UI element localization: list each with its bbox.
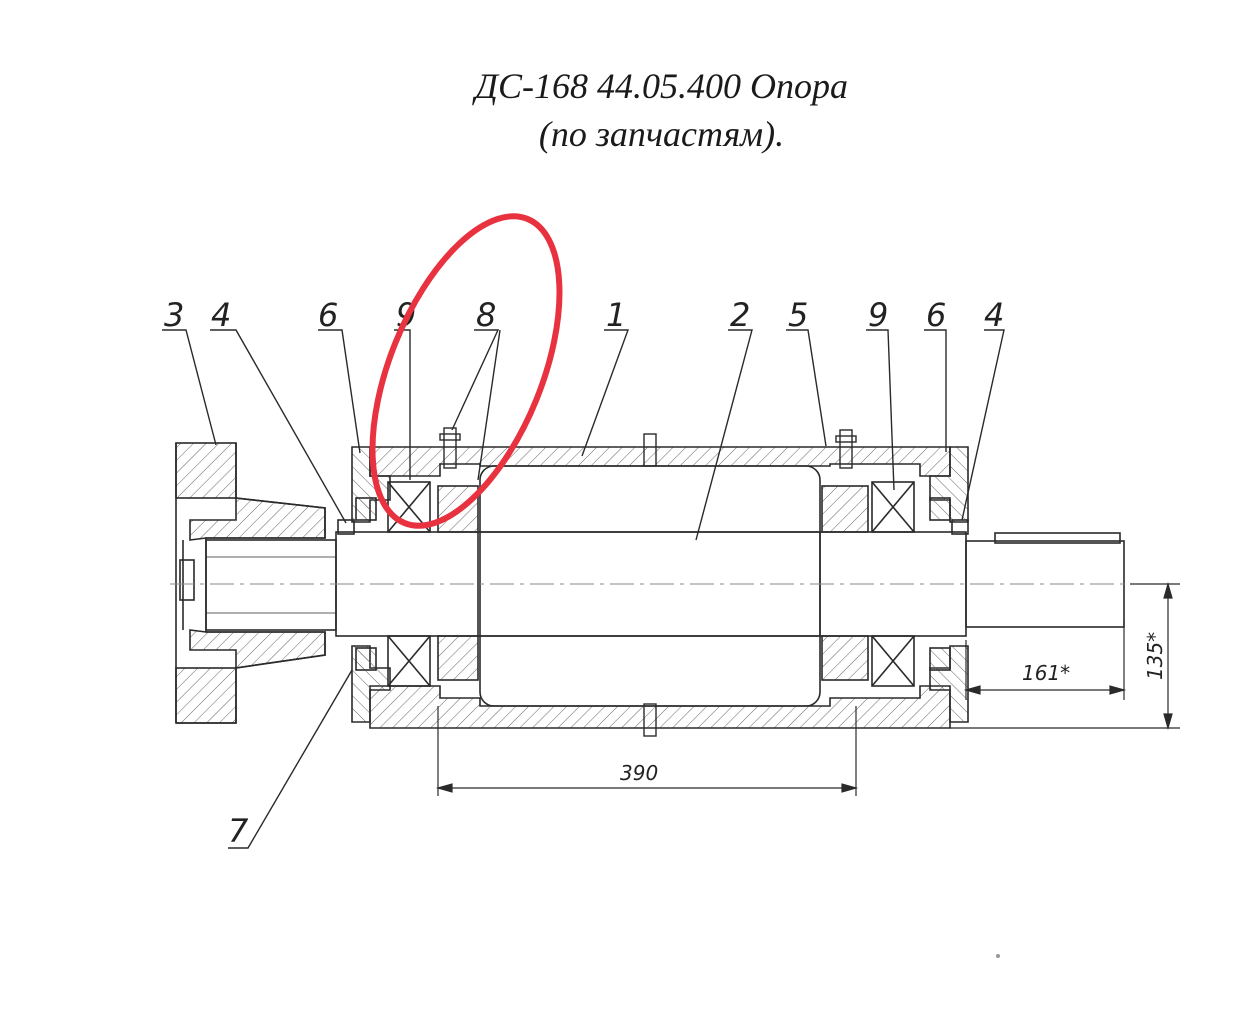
housing-part-1-top (369, 446, 951, 477)
dimension-390-label: 390 (620, 761, 658, 785)
roller-drum (479, 465, 821, 707)
spacer-ring-part-5 (821, 485, 869, 533)
nut-part-4-right (951, 519, 969, 535)
callout-4-right: 4 (984, 296, 1004, 334)
callout-4-left: 4 (211, 296, 231, 334)
dimension-135 (950, 581, 1180, 731)
coupling-flange-part-3 (175, 442, 326, 724)
bearing-part-9-right (871, 481, 915, 687)
dimension-390 (435, 706, 859, 796)
callout-9-right: 9 (868, 296, 888, 334)
nut-part-4-left (337, 519, 355, 535)
callout-2: 2 (730, 296, 750, 334)
dimension-161-label: 161* (1022, 661, 1070, 685)
shaft-left-end (205, 539, 337, 631)
housing-part-1-bottom (369, 685, 951, 729)
dimension-135-label: 135* (1143, 632, 1167, 680)
speck (996, 954, 1000, 958)
highlight-ellipse (369, 213, 563, 529)
seal-part-7 (355, 647, 377, 671)
callout-8: 8 (476, 296, 496, 334)
leader-lines (162, 329, 1005, 849)
assembly-outline (175, 427, 1125, 737)
callout-6-right: 6 (926, 296, 946, 334)
drawing-subtitle: (по запчастям). (538, 114, 785, 154)
callout-3: 3 (164, 296, 184, 334)
grease-fitting (439, 427, 857, 737)
callout-7: 7 (228, 812, 249, 850)
callout-1: 1 (606, 296, 626, 334)
callout-5: 5 (788, 296, 808, 334)
callout-6-left: 6 (318, 296, 338, 334)
dimension-161 (963, 620, 1127, 700)
drawing-title: ДС-168 44.05.400 Опора (475, 66, 848, 106)
